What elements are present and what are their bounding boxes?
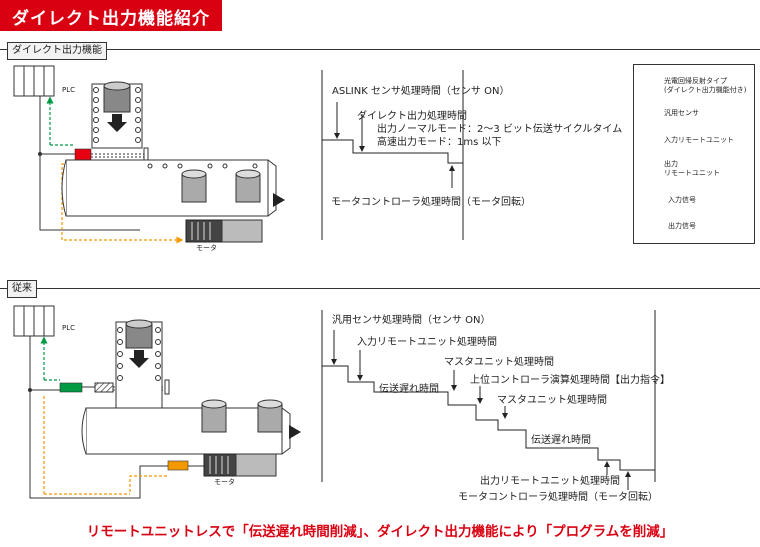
title-bar: ダイレクト出力機能紹介 (0, 0, 222, 31)
legend-item-output-remote-label2: リモートユニット (664, 169, 720, 177)
motor-label-conventional: モータ (214, 478, 235, 486)
plc-unit-direct (13, 65, 55, 97)
conventional-system-illustration (13, 305, 301, 499)
legend-item-photo-label1: 光電回帰反射タイプ (664, 77, 727, 85)
timing-sensor: 汎用センサ処理時間（センサ ON） (332, 315, 491, 326)
motor-label-direct: モータ (196, 244, 217, 252)
timing-motor-ctrl-conventional: モータコントローラ処理時間（モータ回転） (458, 492, 658, 503)
page-title: ダイレクト出力機能紹介 (12, 9, 210, 29)
conventional-timing-chart (321, 310, 656, 490)
plc-label-direct: PLC (62, 86, 76, 94)
timing-output-remote: 出力リモートユニット処理時間 (480, 476, 620, 487)
timing-motor-ctrl-direct: モータコントローラ処理時間（モータ回転） (331, 197, 531, 208)
legend: 光電回帰反射タイプ (ダイレクト出力機能付き) 汎用センサ 入力リモートユニット… (633, 64, 755, 244)
timing-upper-controller: 上位コントローラ演算処理時間【出力指令】 (470, 375, 670, 386)
timing-delay-2: 伝送遅れ時間 (531, 435, 591, 446)
legend-item-input-signal: 入力信号 (668, 196, 696, 204)
plc-label-conventional: PLC (62, 324, 76, 332)
timing-aslink: ASLINK センサ処理時間（センサ ON） (332, 86, 510, 97)
legend-item-output-signal: 出力信号 (668, 222, 696, 230)
footer-summary: リモートユニットレスで「伝送遅れ時間削減」、ダイレクト出力機能により「プログラム… (86, 524, 674, 540)
plc-unit-conventional (13, 305, 55, 337)
timing-master-1: マスタユニット処理時間 (444, 357, 554, 368)
legend-item-general-sensor: 汎用センサ (664, 109, 699, 117)
timing-input-remote: 入力リモートユニット処理時間 (357, 337, 497, 348)
section-top-frame (0, 49, 760, 50)
legend-item-photo-label2: (ダイレクト出力機能付き) (664, 86, 747, 94)
direct-timing-chart (321, 70, 464, 240)
timing-fast-mode: 高速出力モード：1ms 以下 (377, 137, 502, 148)
section-bottom-frame (0, 288, 760, 289)
section-tag-conventional: 従来 (7, 280, 37, 298)
legend-item-input-remote: 入力リモートユニット (664, 136, 734, 144)
timing-direct-title: ダイレクト出力処理時間 (357, 111, 467, 122)
legend-item-output-remote-label1: 出力 (664, 160, 678, 168)
timing-normal-mode: 出力ノーマルモード：2～3 ビット伝送サイクルタイム (377, 124, 623, 135)
section-tag-direct: ダイレクト出力機能 (7, 42, 107, 60)
direct-system-illustration (13, 65, 285, 244)
timing-delay-1: 伝送遅れ時間 (379, 384, 439, 395)
timing-master-2: マスタユニット処理時間 (497, 395, 607, 406)
